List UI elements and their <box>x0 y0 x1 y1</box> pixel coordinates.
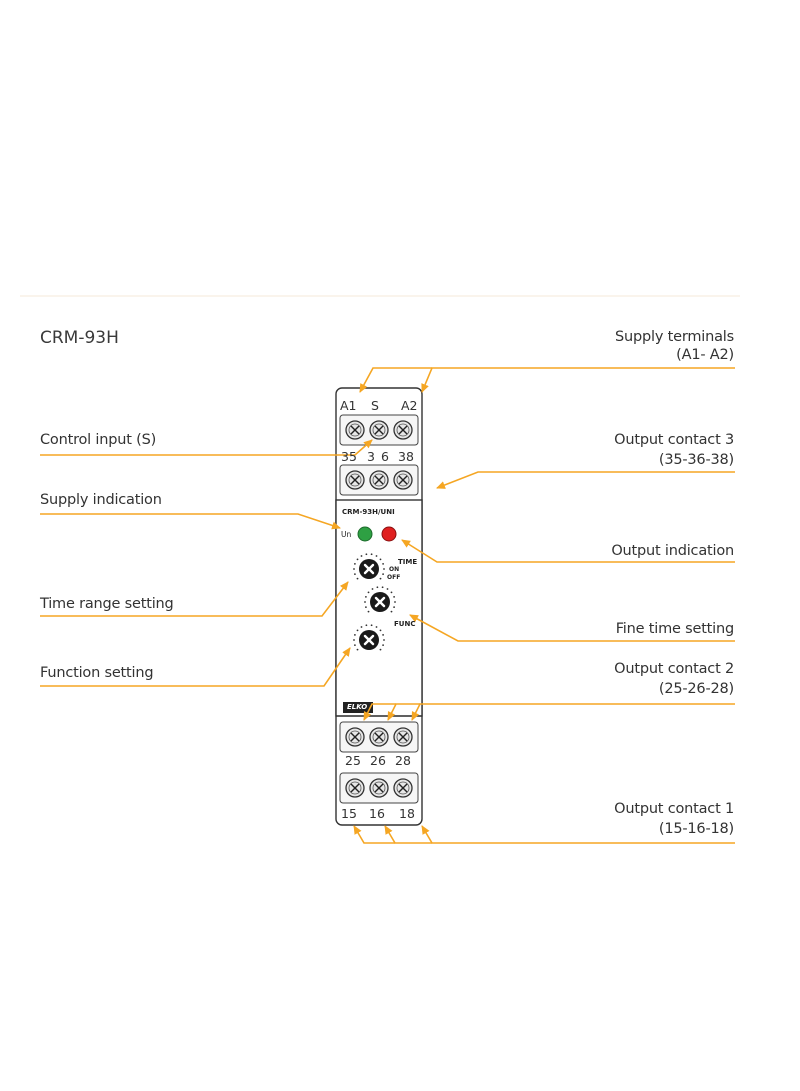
terminal-18: 18 <box>399 806 415 821</box>
model-title: CRM-93H <box>40 328 119 348</box>
label-control-input: Control input (S) <box>40 432 157 448</box>
brand-plate <box>343 702 373 713</box>
label-output-contact-3-sub: (35-36-38) <box>658 452 734 468</box>
terminal-38: 38 <box>398 449 414 464</box>
led-supply-green <box>357 526 373 542</box>
label-time-range-setting: Time range setting <box>40 596 174 612</box>
terminal-3: 3 <box>367 449 375 464</box>
led-un-label: Un <box>341 530 352 539</box>
time-label: TIME <box>398 558 418 566</box>
label-output-indication: Output indication <box>611 543 734 559</box>
terminal-25: 25 <box>345 753 361 768</box>
terminal-16: 16 <box>369 806 385 821</box>
label-output-contact-2: Output contact 2 <box>614 661 734 677</box>
terminal-6: 6 <box>381 449 389 464</box>
label-output-contact-1-sub: (15-16-18) <box>658 821 734 837</box>
on-label: ON <box>389 566 400 573</box>
device-model-label: CRM-93H/UNI <box>342 508 395 516</box>
label-output-contact-2-sub: (25-26-28) <box>658 681 734 697</box>
label-fine-time-setting: Fine time setting <box>615 621 734 637</box>
terminal-a2: A2 <box>401 398 418 413</box>
off-label: OFF <box>387 574 401 581</box>
function-knob <box>353 624 385 651</box>
label-function-setting: Function setting <box>40 665 154 681</box>
func-label: FUNC <box>394 620 416 628</box>
terminal-a1: A1 <box>340 398 357 413</box>
terminal-s: S <box>371 398 379 413</box>
label-output-contact-3: Output contact 3 <box>614 432 734 448</box>
terminal-26: 26 <box>370 753 386 768</box>
label-supply-indication: Supply indication <box>40 492 162 508</box>
label-supply-terminals-sub: (A1- A2) <box>676 347 734 363</box>
brand-logo: ELKO <box>347 703 368 711</box>
label-output-contact-1: Output contact 1 <box>614 801 734 817</box>
terminal-screws <box>345 420 413 798</box>
leader-lines <box>40 367 735 844</box>
fine-time-knob <box>364 586 396 613</box>
time-range-knob <box>353 553 385 580</box>
terminal-28: 28 <box>395 753 411 768</box>
terminal-35: 35 <box>341 449 357 464</box>
relay-device <box>335 387 423 826</box>
label-supply-terminals: Supply terminals <box>615 329 734 345</box>
led-output-red <box>381 526 397 542</box>
terminal-15: 15 <box>341 806 357 821</box>
